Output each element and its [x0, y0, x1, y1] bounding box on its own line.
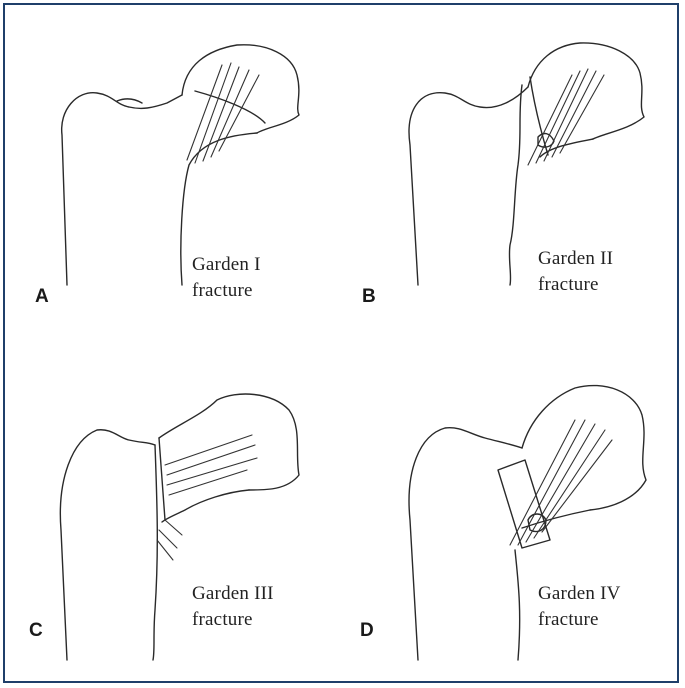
caption-c-line2: fracture: [192, 607, 274, 633]
panel-letter-c: C: [29, 620, 43, 642]
caption-d: Garden IV fracture: [538, 581, 621, 633]
panel-b: B Garden II fracture: [350, 15, 680, 345]
femur-drawing-garden-3: [17, 350, 347, 680]
panel-letter-d: D: [360, 620, 374, 642]
caption-d-line2: fracture: [538, 607, 621, 633]
caption-a-line1: Garden I: [192, 252, 261, 278]
caption-b-line2: fracture: [538, 272, 613, 298]
femur-drawing-garden-2: [350, 15, 680, 345]
caption-c: Garden III fracture: [192, 581, 274, 633]
caption-a: Garden I fracture: [192, 252, 261, 304]
femur-drawing-garden-1: [17, 15, 347, 345]
femur-drawing-garden-4: [350, 350, 680, 680]
caption-b-line1: Garden II: [538, 246, 613, 272]
panel-a: A Garden I fracture: [17, 15, 347, 345]
caption-c-line1: Garden III: [192, 581, 274, 607]
panel-letter-b: B: [362, 286, 376, 308]
caption-a-line2: fracture: [192, 278, 261, 304]
caption-b: Garden II fracture: [538, 246, 613, 298]
caption-d-line1: Garden IV: [538, 581, 621, 607]
panel-c: C Garden III fracture: [17, 350, 347, 680]
figure-frame: A Garden I fracture B Garden II fracture: [3, 3, 679, 683]
panel-letter-a: A: [35, 286, 49, 308]
panel-d: D Garden IV fracture: [350, 350, 680, 680]
